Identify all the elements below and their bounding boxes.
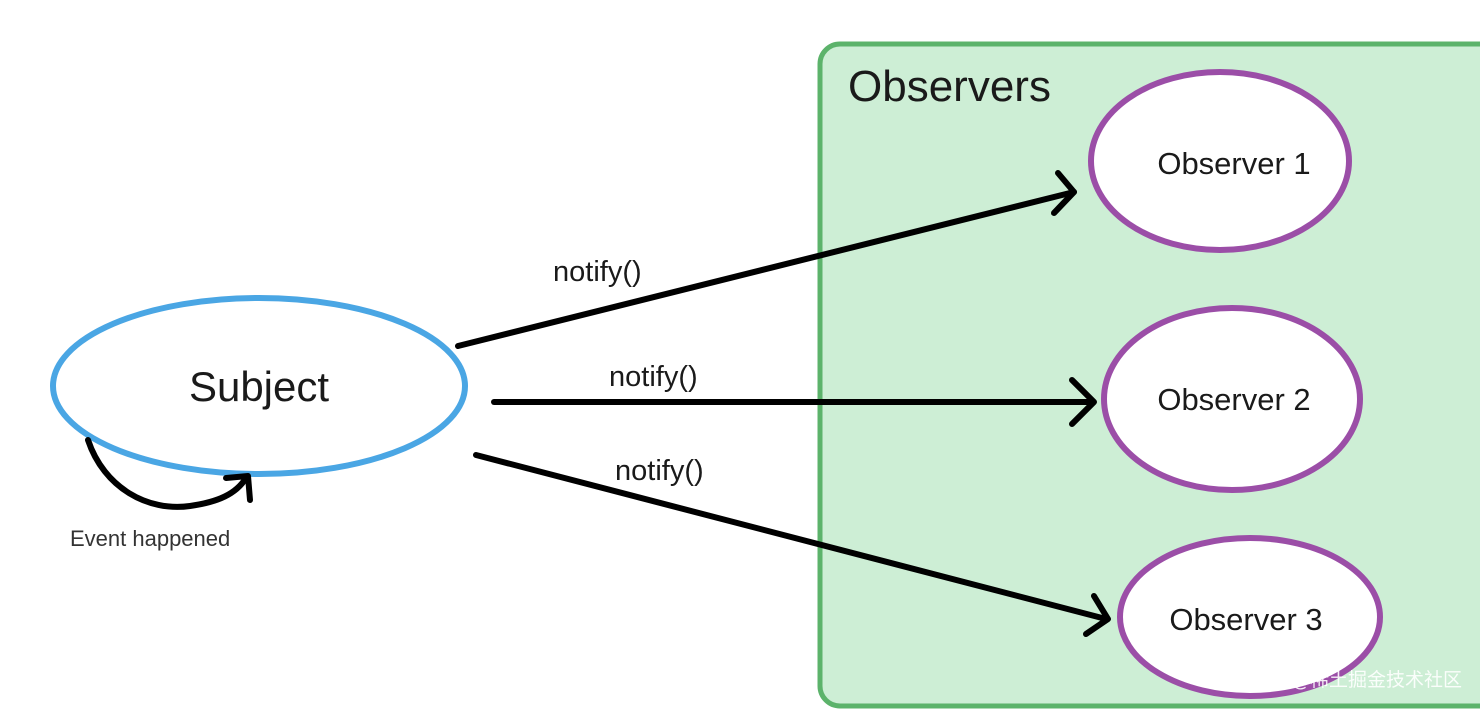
self-loop: Event happened (70, 437, 253, 551)
edge-3: notify() (473, 452, 1111, 637)
observer-1-label: Observer 1 (1157, 146, 1310, 181)
watermark-text: @稀土掘金技术社区 (1291, 669, 1462, 691)
observer-1-ellipse (1088, 69, 1352, 253)
observer-3-node: Observer 3 (1117, 535, 1383, 699)
edge-3-arrowhead (1083, 593, 1111, 637)
self-loop-label: Event happened (70, 526, 230, 551)
edge-2-arrowhead (1069, 377, 1097, 427)
observer-3-label: Observer 3 (1169, 602, 1322, 637)
observer-2-ellipse (1101, 305, 1363, 493)
observer-2-label: Observer 2 (1157, 382, 1310, 417)
observer-2-node: Observer 2 (1101, 305, 1363, 493)
edge-3-label: notify() (615, 455, 704, 487)
observer-1-node: Observer 1 (1088, 69, 1352, 253)
edge-1-label: notify() (553, 256, 642, 288)
edge-1-line (455, 189, 1077, 349)
subject-node: Subject (50, 295, 468, 477)
edge-2: notify() (491, 361, 1097, 427)
self-loop-arrowhead (223, 473, 253, 503)
self-loop-curve (85, 437, 249, 510)
observer-3-ellipse (1117, 535, 1383, 699)
edge-1: notify() (455, 170, 1077, 349)
subject-ellipse (50, 295, 468, 477)
edge-2-label: notify() (609, 361, 698, 393)
edge-1-arrowhead (1051, 170, 1077, 216)
edge-3-line (473, 452, 1109, 622)
subject-label: Subject (189, 363, 329, 410)
observers-group-title: Observers (848, 62, 1051, 111)
